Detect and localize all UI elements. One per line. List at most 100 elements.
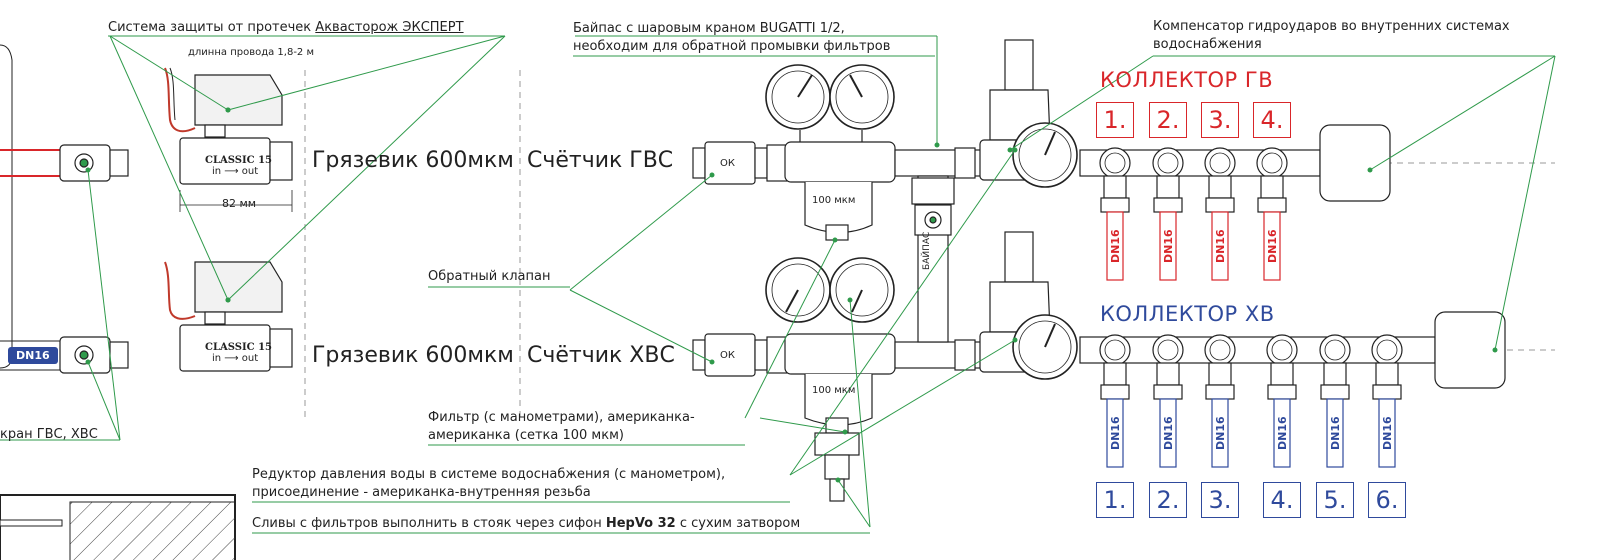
filter-label-2: американка (сетка 100 мкм) — [428, 428, 624, 443]
filter-label-1: Фильтр (с манометрами), американка- — [428, 410, 695, 425]
leader-11-dot — [832, 237, 838, 243]
leader-12 — [759, 417, 846, 433]
leader-16-dot — [847, 297, 853, 303]
meter-hot — [692, 141, 788, 185]
dn16-label: DN16 — [1276, 416, 1289, 450]
leader-4 — [569, 174, 713, 291]
reducer-label-1: Редуктор давления воды в системе водосна… — [252, 467, 726, 482]
leader-11 — [744, 239, 836, 419]
meter-hot-label: Счётчик ГВС — [527, 148, 674, 173]
valve-dir-cold: in ⟶ out — [212, 353, 259, 364]
compensator-label-1: Компенсатор гидроударов во внутренних си… — [1153, 19, 1510, 34]
collector-hot-outlet-4: DN16 — [1256, 147, 1288, 281]
bypass-label-2: необходим для обратной промывки фильтров — [573, 39, 891, 54]
reducer-label-2: присоединение - американка-внутренняя ре… — [252, 485, 591, 500]
dn16-label: DN16 — [1162, 229, 1175, 263]
meter-cold — [692, 333, 788, 377]
collector-cold-outlet-4: DN16 — [1266, 334, 1298, 468]
meter-ok-hot: ОК — [720, 158, 735, 169]
collector-cold-title: КОЛЛЕКТОР ХВ — [1100, 302, 1275, 326]
collector-cold-number-2: 2. — [1149, 482, 1187, 518]
leader-15 — [837, 479, 871, 528]
leader-3-dot — [225, 297, 231, 303]
aquaguard-brand-link[interactable]: Аквасторож ЭКСПЕРТ — [315, 20, 464, 35]
dn16-label: DN16 — [1329, 416, 1342, 450]
leader-8 — [1009, 55, 1154, 151]
collector-hot-number-3: 3. — [1201, 102, 1239, 138]
leader-13-dot — [1012, 147, 1018, 153]
leader-13 — [789, 149, 1016, 476]
meter-ok-cold: ОК — [720, 350, 735, 361]
leader-7-dot — [934, 142, 940, 148]
leader-18 — [87, 361, 121, 441]
aquaguard-valve-hot — [164, 67, 293, 212]
pressure-reducer-hot — [979, 39, 1078, 188]
leader-14 — [789, 339, 1016, 476]
dn16-label: DN16 — [1214, 229, 1227, 263]
collector-cold-outlet-6: DN16 — [1371, 334, 1403, 468]
collector-cold-number-1: 1. — [1096, 482, 1134, 518]
dn16-label: DN16 — [1162, 416, 1175, 450]
collector-hot-title: КОЛЛЕКТОР ГВ — [1100, 68, 1274, 92]
left-ball-valve-hot — [59, 144, 129, 182]
leader-0 — [109, 35, 229, 111]
leader-17-dot — [85, 167, 91, 173]
drain-label: Сливы с фильтров выполнить в стояк через… — [252, 516, 801, 531]
wire-length-label: длинна провода 1,8-2 м — [188, 47, 315, 58]
dn16-label: DN16 — [1266, 229, 1279, 263]
pipes — [894, 147, 991, 371]
leader-12-dot — [842, 429, 848, 435]
leader-5-dot — [709, 359, 715, 365]
filter-cold — [784, 333, 896, 502]
leader-16 — [849, 299, 871, 528]
leader-18-dot — [85, 359, 91, 365]
leader-3 — [227, 35, 506, 301]
dn16-label: DN16 — [1381, 416, 1394, 450]
bypass-label-1: Байпас с шаровым краном BUGATTI 1/2, — [573, 21, 845, 36]
collector-hot-number-4: 4. — [1253, 102, 1291, 138]
mud-filter-hot: Грязевик 600мкм — [312, 148, 514, 173]
valve-size-label: 82 мм — [222, 197, 257, 210]
check-valve-label: Обратный клапан — [428, 269, 551, 284]
leader-10 — [1494, 55, 1556, 351]
collector-hot-outlet-2: DN16 — [1152, 147, 1184, 281]
leader-10-dot — [1492, 347, 1498, 353]
leader-9-dot — [1367, 167, 1373, 173]
leader-1 — [109, 35, 229, 301]
leader-2-dot — [225, 107, 231, 113]
collector-hot-outlet-3: DN16 — [1204, 147, 1236, 281]
dn16-label: DN16 — [1214, 416, 1227, 450]
dn16-label: DN16 — [1109, 416, 1122, 450]
leader-14-dot — [1012, 337, 1018, 343]
left-fragment — [0, 44, 60, 371]
aquaguard-label: Система защиты от протечек Аквасторож ЭК… — [108, 20, 464, 35]
collector-cold-outlet-2: DN16 — [1152, 334, 1184, 468]
bypass-vertical-label: БАЙПАС — [922, 231, 932, 270]
collector-hot-outlet-1: DN16 — [1099, 147, 1131, 281]
valve-brand-hot: CLASSIC 15 — [205, 155, 273, 166]
mesh-cold: 100 мкм — [812, 385, 856, 396]
leader-15-dot — [835, 477, 841, 483]
pressure-gauges-filter — [765, 64, 895, 323]
collector-cold-number-3: 3. — [1201, 482, 1239, 518]
meter-cold-label: Счётчик ХВС — [527, 343, 675, 368]
collector-cold-outlet-3: DN16 — [1204, 334, 1236, 468]
collector-hot-number-2: 2. — [1149, 102, 1187, 138]
leader-9 — [1369, 55, 1556, 171]
leader-lines — [0, 35, 1556, 534]
collector-cold-number-4: 4. — [1263, 482, 1301, 518]
hatched-box — [0, 494, 236, 560]
leader-17 — [87, 169, 121, 441]
valve-dir-hot: in ⟶ out — [212, 166, 259, 177]
filter-hot — [784, 130, 896, 241]
leader-5 — [569, 289, 713, 363]
leader-8-dot — [1007, 147, 1013, 153]
collector-cold-number-6: 6. — [1368, 482, 1406, 518]
mesh-hot: 100 мкм — [812, 195, 856, 206]
collector-cold-outlet-5: DN16 — [1319, 334, 1351, 468]
valve-brand-cold: CLASSIC 15 — [205, 342, 273, 353]
collector-cold-outlet-1: DN16 — [1099, 334, 1131, 468]
